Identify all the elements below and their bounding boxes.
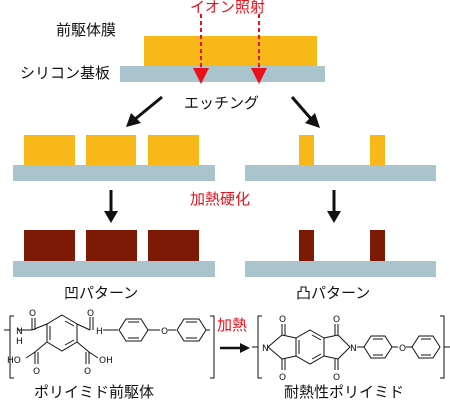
concave-pattern-label: 凹パターン (64, 284, 139, 302)
atom-label: N (350, 344, 357, 354)
polyimide-structure (252, 315, 450, 379)
substrate-etched-right (245, 165, 436, 181)
atom-label: O (333, 315, 340, 325)
atom-label: OH (99, 356, 113, 366)
etching-arrow-right (290, 96, 320, 128)
silicon-substrate-label: シリコン基板 (20, 64, 111, 82)
atom-label: H (96, 327, 103, 337)
etching-label: エッチング (184, 94, 260, 112)
atom-label: O (333, 373, 340, 383)
precursor-block (86, 135, 136, 165)
atom-label: N (16, 327, 23, 337)
atom-label: H (16, 337, 23, 347)
atom-label: O (84, 367, 91, 377)
convex-pattern-label: 凸パターン (296, 284, 371, 302)
heat-curing-label: 加熱硬化 (190, 190, 251, 208)
atom-label: O (33, 367, 40, 377)
substrate-etched-left (13, 165, 215, 181)
precursor-film-label: 前駆体膜 (56, 21, 117, 39)
atom-label: O (29, 309, 36, 319)
heating-arrow (220, 343, 250, 353)
heat-resistant-polyimide-label: 耐熱性ポリイミド (284, 383, 405, 401)
cured-block (24, 230, 75, 261)
ion-irradiation-label: イオン照射 (190, 0, 266, 16)
precursor-pillar (299, 135, 314, 165)
atom-label: O (279, 315, 286, 325)
cured-pillar (299, 230, 314, 261)
precursor-block (148, 135, 199, 165)
atom-label: N (262, 344, 269, 354)
atom-label: O (161, 327, 168, 337)
atom-label: O (399, 344, 406, 354)
curing-arrow-left (104, 190, 118, 223)
precursor-film (144, 36, 317, 66)
cured-pillar (370, 230, 385, 261)
cured-block (148, 230, 199, 261)
etching-arrow-left (126, 95, 163, 127)
atom-label: O (87, 309, 94, 319)
silicon-substrate-top (120, 66, 325, 82)
polyimide-precursor-label: ポリイミド前駆体 (34, 383, 155, 401)
substrate-cured-right (245, 261, 436, 277)
curing-arrow-right (327, 190, 341, 223)
atom-label: O (279, 373, 286, 383)
precursor-pillar (370, 135, 385, 165)
substrate-cured-left (13, 261, 215, 277)
atom-label: HO (7, 356, 21, 366)
heating-label: 加熱 (217, 316, 248, 334)
precursor-block (24, 135, 75, 165)
polyimide-precursor-structure (4, 314, 215, 379)
cured-block (86, 230, 137, 261)
